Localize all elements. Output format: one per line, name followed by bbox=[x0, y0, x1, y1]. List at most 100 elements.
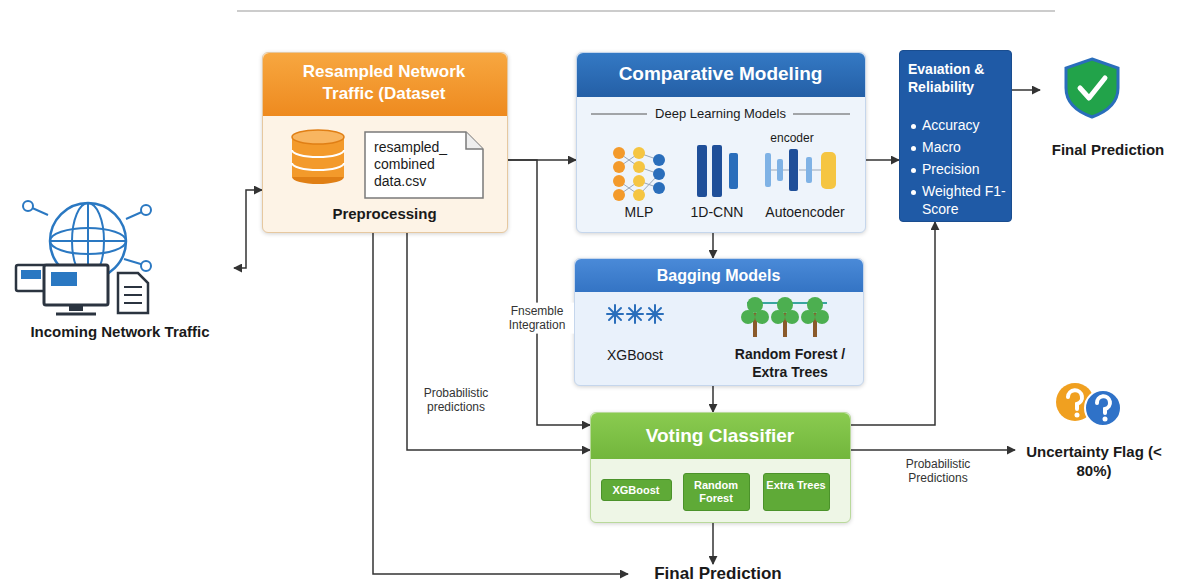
icon-part bbox=[815, 310, 829, 324]
node-title: Incoming Network Traffic bbox=[8, 323, 232, 341]
icon-part bbox=[793, 114, 850, 115]
icon-part bbox=[613, 147, 625, 159]
icon-part bbox=[609, 308, 621, 320]
flow-arrow bbox=[712, 386, 714, 412]
icon-part bbox=[16, 265, 46, 291]
icon-part bbox=[741, 310, 755, 324]
uncertainty-flag: Uncertainty Flag (< 80%) bbox=[1015, 378, 1175, 483]
node-title: Comparative Modeling bbox=[577, 63, 864, 86]
icon-part bbox=[613, 175, 625, 187]
icon-part bbox=[729, 153, 738, 189]
icon-part bbox=[51, 272, 77, 286]
evaluation-box: Evaıation & ReliabilityAccuracyMacroPrec… bbox=[899, 50, 1012, 222]
icon-part bbox=[118, 273, 148, 313]
icon-part bbox=[141, 205, 151, 215]
edge-label: Probabilistic Predictions bbox=[896, 456, 980, 487]
node-text: Deep Learning Models bbox=[643, 106, 798, 122]
icon-part bbox=[1068, 390, 1082, 409]
icon-part bbox=[124, 294, 142, 296]
bullet-dot bbox=[911, 146, 916, 151]
icon-part bbox=[629, 308, 641, 320]
node-text: Macro bbox=[922, 138, 1010, 156]
icon-part bbox=[613, 189, 625, 201]
icon-part bbox=[23, 201, 33, 211]
icon-part bbox=[771, 310, 785, 324]
voting-box: Voting ClassifierXGBoostRandom ForestExt… bbox=[590, 412, 851, 523]
node-title: Evaıation & Reliability bbox=[908, 60, 1008, 96]
node-text: Autoencoder bbox=[755, 204, 855, 221]
icon-part bbox=[789, 149, 798, 191]
icon-part bbox=[609, 308, 621, 320]
top-rule bbox=[237, 10, 1055, 11]
node-title: resampled_ combined data.csv bbox=[374, 139, 464, 190]
node-text: MLP bbox=[604, 204, 674, 221]
bullet-dot bbox=[911, 124, 916, 129]
node-title: Final Prediction bbox=[628, 564, 808, 583]
icon-part bbox=[712, 145, 722, 197]
icon-part bbox=[1075, 413, 1080, 418]
icon-part bbox=[124, 286, 142, 288]
icon-part bbox=[755, 310, 769, 324]
icon-part bbox=[806, 157, 812, 183]
icon-part bbox=[785, 310, 799, 324]
node-text: Preprocessing bbox=[263, 205, 506, 223]
icon-part bbox=[613, 161, 625, 173]
icon-part bbox=[466, 132, 483, 149]
node-text: Weighted F1-Score bbox=[922, 182, 1010, 218]
bagging-box: Bagging ModelsXGBoost Random Forest / Ext… bbox=[574, 258, 864, 386]
icon-part bbox=[44, 265, 108, 305]
node-title: Bagging Models bbox=[575, 266, 862, 285]
icon-part bbox=[21, 270, 41, 279]
edge-label: Probabilistic predictions bbox=[418, 385, 494, 416]
icon-part bbox=[365, 132, 483, 198]
final-prediction-badge: Final Prediction bbox=[1040, 55, 1178, 167]
icon-part bbox=[633, 189, 645, 201]
icon-part bbox=[649, 308, 661, 320]
icon-part bbox=[69, 305, 83, 311]
icon-part bbox=[649, 308, 661, 320]
icon-part bbox=[697, 145, 707, 197]
icon-part bbox=[633, 147, 645, 159]
icon-part bbox=[124, 302, 142, 304]
node-text: Precision bbox=[922, 160, 1010, 178]
node-text: Accuracy bbox=[922, 116, 1010, 134]
icon-part bbox=[56, 313, 96, 316]
dataset-box: Resampled Network Traffic (DatasetPrepro… bbox=[262, 52, 508, 233]
node-title: Uncertainty Flag (< 80%) bbox=[1015, 442, 1173, 480]
icon-part bbox=[633, 161, 645, 173]
node-title: Random Forest bbox=[684, 479, 748, 505]
node-text: Random Forest / Extra Trees bbox=[720, 345, 860, 381]
model-chip: Random Forest bbox=[683, 473, 750, 511]
node-text: encoder bbox=[757, 131, 827, 145]
icon-part bbox=[1097, 396, 1110, 413]
icon-part bbox=[292, 163, 344, 170]
icon-part bbox=[292, 150, 344, 157]
node-title: Final Prediction bbox=[1040, 141, 1176, 159]
icon-part bbox=[1085, 390, 1121, 426]
icon-part bbox=[633, 175, 645, 187]
icon-part bbox=[292, 130, 344, 144]
bullet-dot bbox=[911, 168, 916, 173]
bullet-dot bbox=[911, 190, 916, 195]
flow-arrow bbox=[234, 190, 262, 268]
icon-part bbox=[653, 154, 665, 166]
csv-file: resampled_ combined data.csv bbox=[364, 131, 484, 199]
final-prediction-output: Final Prediction bbox=[628, 564, 810, 583]
node-title: Extra Trees bbox=[764, 479, 828, 492]
icon-part bbox=[777, 159, 783, 181]
node-text: XGBoost bbox=[590, 347, 680, 364]
icon-part bbox=[1080, 78, 1105, 98]
flow-arrow bbox=[866, 159, 899, 161]
icon-part bbox=[765, 153, 771, 187]
icon-part bbox=[1066, 59, 1118, 117]
modeling-box: Comparative ModelingDeep Learning Models… bbox=[576, 52, 866, 233]
net-icon bbox=[8, 195, 232, 320]
node-title: XGBoost bbox=[602, 484, 670, 497]
flow-arrow bbox=[712, 523, 714, 564]
node-text: 1D-CNN bbox=[677, 204, 757, 221]
traffic-source: Incoming Network Traffic bbox=[8, 195, 234, 345]
icon-part bbox=[607, 305, 663, 323]
icon-part bbox=[1103, 417, 1108, 422]
icon-part bbox=[141, 261, 151, 271]
